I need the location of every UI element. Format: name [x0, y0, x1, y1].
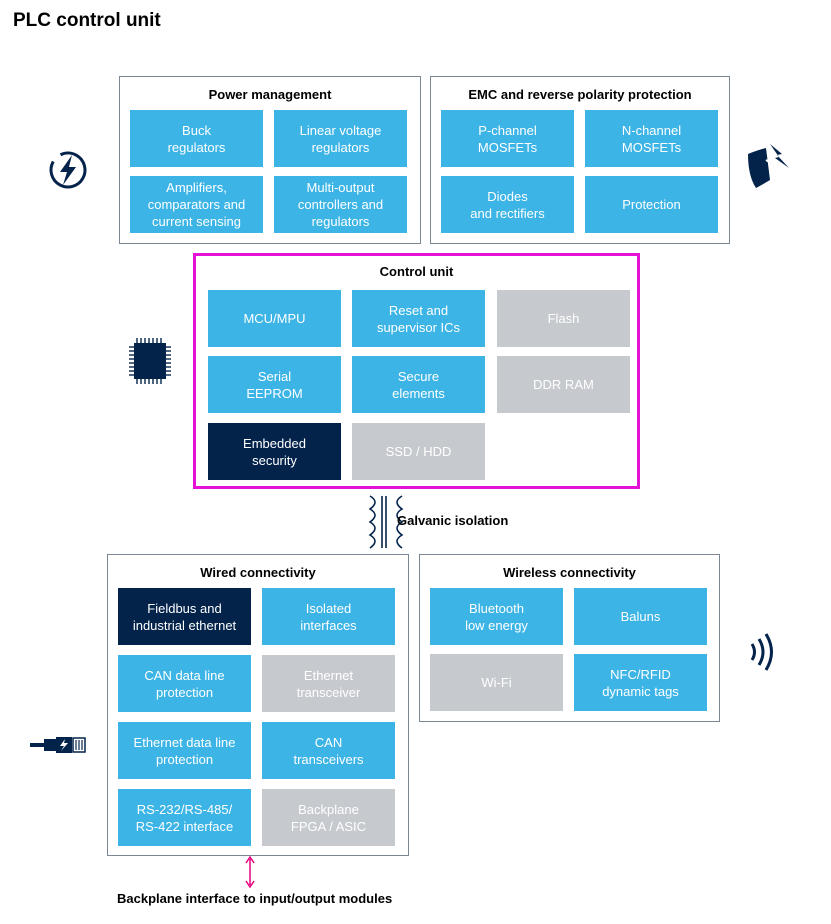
can-data-line-protection-block: CAN data line protection [118, 655, 251, 712]
protection-block: Protection [585, 176, 718, 233]
reset-supervisor-block: Reset and supervisor ICs [352, 290, 485, 347]
linear-regulators-block: Linear voltage regulators [274, 110, 407, 167]
wireless-waves-icon [750, 633, 773, 671]
amplifiers-block: Amplifiers, comparators and current sens… [130, 176, 263, 233]
backplane-fpga-asic-block: Backplane FPGA / ASIC [262, 789, 395, 846]
baluns-block: Baluns [574, 588, 707, 645]
n-channel-mosfets-block: N-channel MOSFETs [585, 110, 718, 167]
multi-output-controllers-block: Multi-output controllers and regulators [274, 176, 407, 233]
page-title: PLC control unit [13, 10, 161, 31]
shield-lightning-icon [748, 144, 789, 188]
wireless-connectivity-group: Wireless connectivity Bluetooth low ener… [419, 554, 720, 722]
wireless-connectivity-title: Wireless connectivity [503, 565, 636, 580]
secure-elements-block: Secure elements [352, 356, 485, 413]
double-arrow-icon [245, 856, 255, 888]
emc-title: EMC and reverse polarity protection [468, 87, 692, 102]
ethernet-plug-icon [30, 737, 86, 753]
transformer-icon [368, 495, 404, 549]
galvanic-isolation-label: Galvanic isolation [397, 513, 509, 528]
ddr-ram-block: DDR RAM [497, 356, 630, 413]
lightning-icon [49, 151, 87, 189]
buck-regulators-block: Buck regulators [130, 110, 263, 167]
control-unit-group: Control unit MCU/MPU Reset and superviso… [193, 253, 640, 489]
control-unit-title: Control unit [379, 264, 454, 279]
chip-icon [129, 338, 171, 384]
flash-block: Flash [497, 290, 630, 347]
isolated-interfaces-block: Isolated interfaces [262, 588, 395, 645]
ethernet-transceiver-block: Ethernet transceiver [262, 655, 395, 712]
mcu-mpu-block: MCU/MPU [208, 290, 341, 347]
wifi-block: Wi-Fi [430, 654, 563, 711]
rs-interface-block: RS-232/RS-485/ RS-422 interface [118, 789, 251, 846]
backplane-interface-label: Backplane interface to input/output modu… [117, 891, 393, 906]
ethernet-data-line-protection-block: Ethernet data line protection [118, 722, 251, 779]
nfc-rfid-block: NFC/RFID dynamic tags [574, 654, 707, 711]
p-channel-mosfets-block: P-channel MOSFETs [441, 110, 574, 167]
ssd-hdd-block: SSD / HDD [352, 423, 485, 480]
power-management-title: Power management [208, 87, 332, 102]
emc-group: EMC and reverse polarity protection P-ch… [430, 76, 730, 244]
wired-connectivity-title: Wired connectivity [200, 565, 316, 580]
serial-eeprom-block: Serial EEPROM [208, 356, 341, 413]
fieldbus-block: Fieldbus and industrial ethernet [118, 588, 251, 645]
power-management-group: Power management Buck regulators Linear … [119, 76, 421, 244]
bluetooth-block: Bluetooth low energy [430, 588, 563, 645]
can-transceivers-block: CAN transceivers [262, 722, 395, 779]
diodes-rectifiers-block: Diodes and rectifiers [441, 176, 574, 233]
wired-connectivity-group: Wired connectivity Fieldbus and industri… [107, 554, 409, 856]
embedded-security-block: Embedded security [208, 423, 341, 480]
